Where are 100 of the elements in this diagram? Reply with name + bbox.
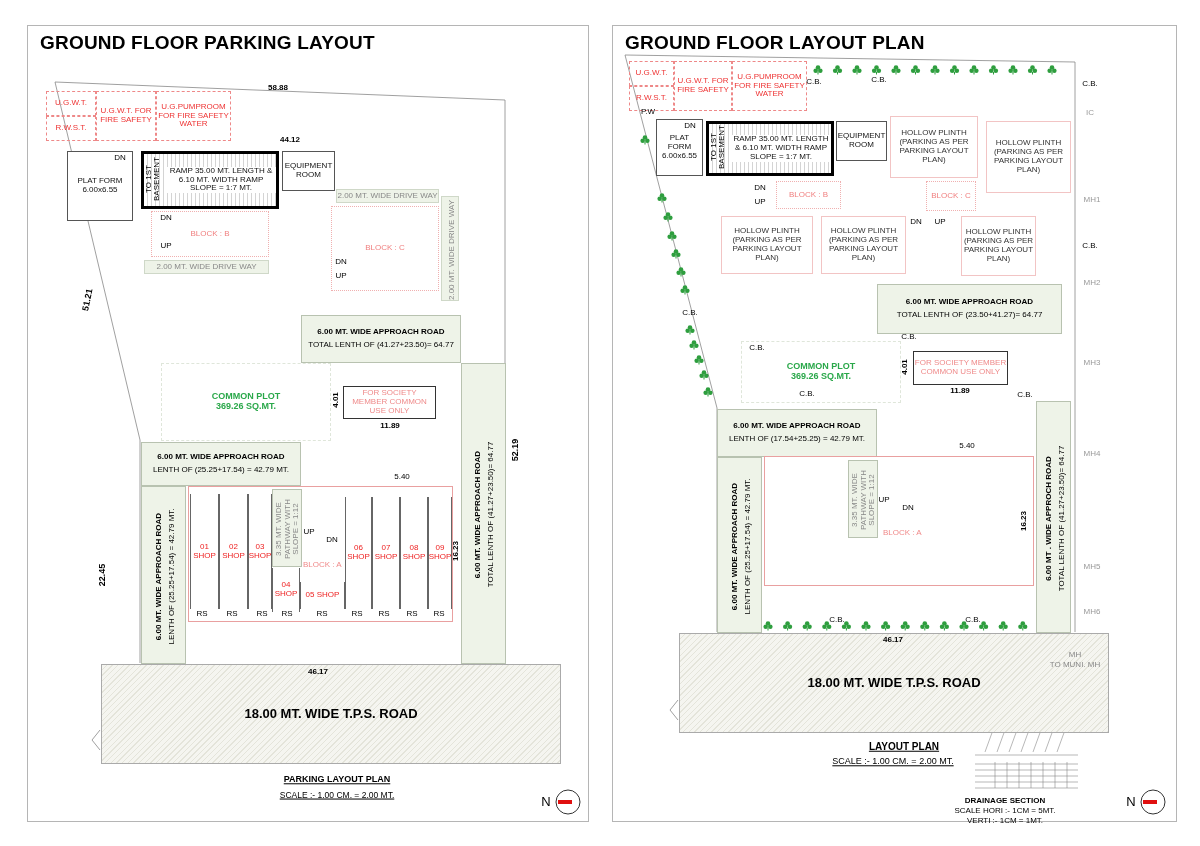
- plan-caption: PARKING LAYOUT PLAN: [283, 775, 391, 785]
- dimension-text: 16.23: [451, 541, 461, 561]
- driveway-label: 2.00 MT. WIDE DRIVE WAY: [337, 191, 438, 201]
- stair-direction-text: UP: [335, 271, 347, 281]
- cb-text: C.B.: [901, 332, 917, 342]
- ramp-label: RAMP 35.00 MT. LENGTH & 6.10 MT. WIDTH RAMP SLOPE = 1:7 MT.: [166, 166, 276, 194]
- dimension-text: 44.12: [280, 135, 300, 145]
- block-label: BLOCK : A: [303, 561, 342, 570]
- manhole-text: TO MUNI. MH: [1049, 660, 1101, 670]
- north-text: N: [1126, 795, 1136, 809]
- tank-area: [732, 61, 807, 111]
- block-label: BLOCK : C: [931, 191, 971, 201]
- building-label: FOR SOCIETY MEMBER COMMON USE ONLY: [914, 359, 1007, 377]
- dimension-text: 4.01: [900, 359, 910, 375]
- road-label: 6.00 MT. WIDE APPROACH ROAD: [153, 512, 163, 640]
- area-label: HOLLOW PLINTH (PARKING AS PER PARKING LAYOUT PLAN): [992, 139, 1065, 175]
- road-length-text: TOTAL LENTH OF (23.50+41.27)= 64.77: [896, 311, 1043, 320]
- plan-caption: LAYOUT PLAN: [868, 741, 940, 753]
- rolling-shutter-text: RS: [406, 609, 418, 619]
- manhole-text: MH: [1068, 650, 1082, 660]
- road-area: [679, 633, 1109, 733]
- shop-unit: [219, 494, 248, 609]
- building-outline: [188, 486, 453, 622]
- road-label: 6.00 MT. WIDE APPROACH ROAD: [729, 482, 739, 610]
- scale-text: SCALE HORI :- 1CM = 5MT.: [954, 806, 1056, 816]
- scale-text: SCALE :- 1.00 CM. = 2.00 MT.: [279, 790, 395, 800]
- dimension-text: 46.17: [308, 667, 328, 677]
- road-area: [1036, 401, 1071, 633]
- shop-label: 07 SHOP: [373, 544, 399, 562]
- room-label: PLAT FORM 6.00x6.55: [660, 134, 699, 161]
- room-label: U.G.W.T.: [635, 69, 668, 78]
- shop-unit: [300, 582, 345, 609]
- manhole-text: MH1: [1083, 195, 1101, 205]
- room-outline: [836, 121, 887, 161]
- block-label: BLOCK : B: [788, 190, 829, 200]
- road-area: [141, 442, 301, 486]
- building-label: FOR SOCIETY MEMBER COMMON USE ONLY: [351, 389, 428, 416]
- building-outline: [764, 456, 1034, 586]
- cb-text: C.B.: [965, 615, 981, 625]
- cb-text: C.B.: [806, 77, 822, 87]
- road-label: 6.00 MT. WIDE APPROACH ROAD: [157, 453, 285, 462]
- driveway-area: [144, 260, 269, 274]
- shop-label: 04 SHOP: [273, 581, 299, 599]
- cb-text: C.B.: [682, 308, 698, 318]
- building-outline: [343, 386, 436, 419]
- stair-direction-text: DN: [684, 121, 696, 131]
- rolling-shutter-text: RS: [351, 609, 363, 619]
- shop-unit: [272, 568, 300, 612]
- road-area: [301, 315, 461, 363]
- manhole-text: MH2: [1083, 278, 1101, 288]
- plan-title: GROUND FLOOR LAYOUT PLAN: [625, 33, 925, 54]
- stair-direction-text: DN: [910, 217, 922, 227]
- area-label: COMMON PLOT 369.26 SQ.MT.: [785, 362, 857, 382]
- road-area: [461, 363, 506, 664]
- road-length-text: LENTH OF (25.25+17.54) = 42.79 MT.: [166, 507, 176, 645]
- room-label: U.G.W.T. FOR FIRE SAFETY: [676, 77, 730, 95]
- ramp-area: [141, 151, 279, 209]
- room-outline: [282, 151, 335, 191]
- block-area: [151, 211, 269, 257]
- building-outline: [913, 351, 1008, 385]
- stair-direction-text: DN: [114, 153, 126, 163]
- room-outline: [656, 119, 703, 176]
- scale-text: SCALE :- 1.00 CM. = 2.00 MT.: [832, 757, 954, 767]
- tank-area: [46, 91, 96, 116]
- plinth-area: [890, 116, 978, 178]
- dimension-text: 16.23: [1019, 511, 1029, 531]
- rolling-shutter-text: RS: [433, 609, 445, 619]
- stair-direction-text: UP: [754, 197, 766, 207]
- tank-area: [46, 116, 96, 141]
- cb-text: C.B.: [1082, 79, 1098, 89]
- pathway-label: 3.35 MT. WIDE PATHWAY WITH SLOPE = 1:12: [850, 469, 878, 532]
- block-area: [776, 181, 841, 209]
- shop-label: 01 SHOP: [192, 542, 217, 561]
- road-label: 6.00 MT . WIDE APPROCH ROAD: [1043, 455, 1053, 581]
- stair-direction-text: UP: [303, 527, 315, 537]
- common-plot-area: [741, 341, 901, 403]
- road-length-text: TOTAL LENTH OF (41.27+23.50)= 64.77: [486, 441, 496, 588]
- tank-area: [156, 91, 231, 141]
- manhole-text: MH6: [1083, 607, 1101, 617]
- driveway-label: 2.00 MT. WIDE DRIVE WAY: [156, 262, 257, 272]
- common-plot-area: [161, 363, 331, 441]
- cb-text: C.B.: [749, 343, 765, 353]
- dimension-text: 11.89: [380, 421, 400, 431]
- rolling-shutter-text: RS: [316, 609, 328, 619]
- area-label: HOLLOW PLINTH (PARKING AS PER PARKING LAYOUT PLAN): [731, 227, 803, 263]
- road-length-text: LENTH OF (25.25+17.54) = 42.79 MT.: [742, 477, 752, 615]
- dimension-text: 4.01: [331, 392, 341, 408]
- stair-direction-text: DN: [335, 257, 347, 267]
- room-label: U.G.W.T.: [55, 99, 87, 108]
- scale-text: VERTI :- 1CM = 1MT.: [966, 816, 1044, 826]
- tank-area: [674, 61, 732, 111]
- area-label: HOLLOW PLINTH (PARKING AS PER PARKING LAYOUT PLAN): [827, 227, 900, 263]
- road-area: [717, 409, 877, 457]
- driveway-label: 2.00 MT. WIDE DRIVE WAY: [446, 199, 456, 300]
- road-label: 6.00 MT. WIDE APPROACH ROAD: [473, 450, 483, 579]
- road-length-text: TOTAL LENTH OF (41.27+23.50)= 64.77: [308, 341, 454, 350]
- ramp-label: RAMP 35.00 MT. LENGTH & 6.10 MT. WIDTH RAMP SLOPE = 1:7 MT.: [731, 135, 831, 162]
- block-label: BLOCK : B: [190, 229, 230, 239]
- block-area: [331, 206, 439, 291]
- dimension-text: 58.88: [268, 83, 288, 93]
